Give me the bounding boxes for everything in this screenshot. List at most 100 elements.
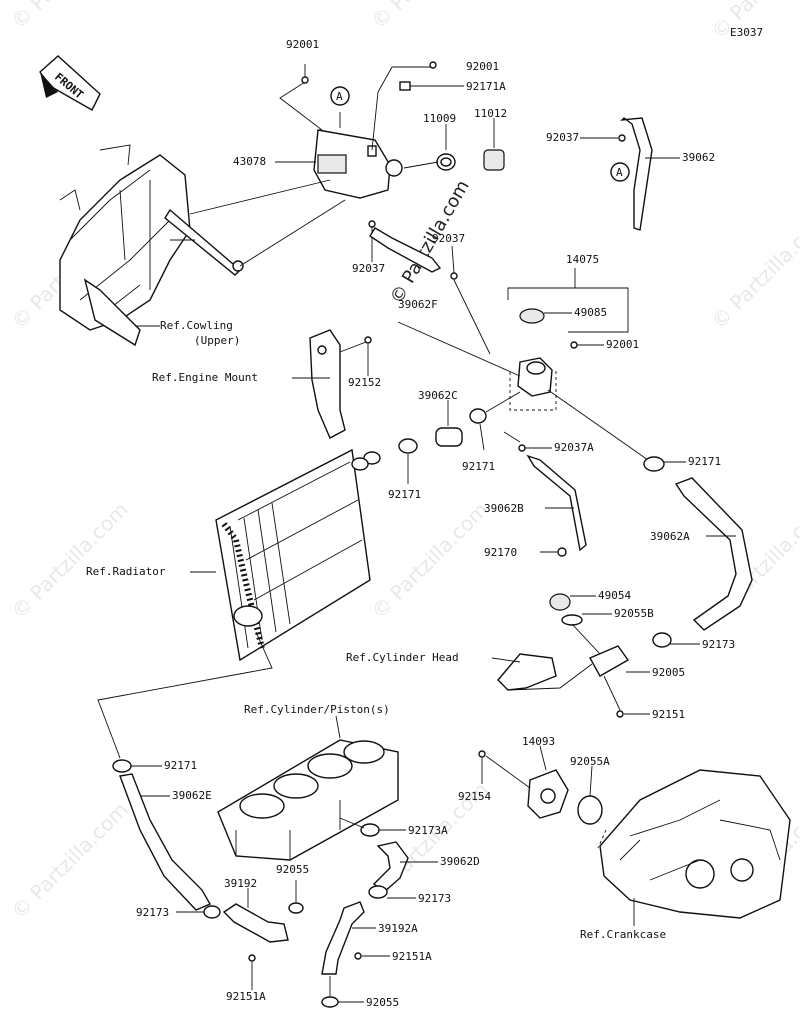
clamp-icon [618, 134, 626, 142]
part-39062e: 39062E [172, 789, 212, 802]
clamp-icon [518, 444, 526, 452]
part-92037-mid: 92037 [432, 232, 465, 245]
part-49085: 49085 [574, 306, 607, 319]
clamp-icon [360, 823, 380, 837]
hose-drawing [526, 454, 587, 552]
callout-a-right-label: A [616, 166, 623, 179]
watermark: © Partzilla.com [707, 207, 800, 333]
leader-line [603, 675, 621, 711]
radiator-drawing [215, 448, 371, 662]
hose-drawing [674, 477, 753, 631]
hose-drawing [435, 427, 463, 447]
cylinder-head-drawing [497, 653, 593, 691]
bolt-icon [354, 952, 362, 960]
hose-drawing [119, 773, 211, 911]
part-92001-mid: 92001 [606, 338, 639, 351]
part-92151a-b: 92151A [226, 990, 266, 1003]
clamp-icon [643, 456, 665, 472]
leader-line [335, 715, 341, 739]
bolt-icon [248, 954, 256, 962]
cylinder-block-drawing [217, 739, 399, 861]
part-92037-m: 92037 [352, 262, 385, 275]
part-39062: 39062 [682, 151, 715, 164]
ref-radiator: Ref.Radiator [86, 565, 166, 578]
leader-line [503, 431, 521, 443]
thermostat-icon [549, 593, 571, 611]
leader-line [485, 755, 531, 789]
part-92055a: 92055A [570, 755, 610, 768]
part-92151: 92151 [652, 708, 685, 721]
leader-line [189, 179, 331, 215]
ref-cylinder-head: Ref.Cylinder Head [346, 651, 459, 664]
radiator-cap-icon [519, 308, 545, 324]
pipe-drawing [321, 901, 365, 975]
part-39062c: 39062C [418, 389, 458, 402]
clamp-icon [450, 272, 458, 280]
part-92154: 92154 [458, 790, 491, 803]
part-92173a: 92173A [408, 824, 448, 837]
leader-line [239, 199, 346, 267]
part-92037-r: 92037 [546, 131, 579, 144]
ref-cowling: Ref.Cowling [160, 319, 233, 332]
leader-line [539, 745, 547, 771]
thermostat-cover-drawing [589, 645, 630, 677]
watermark: © Partzilla.com [7, 797, 133, 923]
part-11009: 11009 [423, 112, 456, 125]
crankcase-drawing [597, 769, 791, 919]
ref-crankcase: Ref.Crankcase [580, 928, 666, 941]
part-92001-top: 92001 [286, 38, 319, 51]
part-92001-right: 92001 [466, 60, 499, 73]
leader-line [397, 321, 521, 377]
group-bracket [507, 287, 629, 333]
part-92171a: 92171A [466, 80, 506, 93]
part-11012: 11012 [474, 107, 507, 120]
leader-line [279, 64, 323, 131]
clamp-icon [652, 632, 672, 648]
hose-drawing [369, 227, 442, 273]
leader-line [571, 623, 601, 655]
engine-mount-drawing [309, 329, 346, 439]
part-92005: 92005 [652, 666, 685, 679]
cowling-bracket-drawing [59, 144, 244, 347]
part-92173-mid: 92173 [418, 892, 451, 905]
part-92173-low: 92173 [136, 906, 169, 919]
bolt-icon [478, 750, 486, 758]
part-92170: 92170 [484, 546, 517, 559]
cap-icon [483, 149, 505, 171]
part-14075: 14075 [566, 253, 599, 266]
ref-engine-mount: Ref.Engine Mount [152, 371, 258, 384]
part-92151a-r: 92151A [392, 950, 432, 963]
radiator-inlet [363, 451, 381, 465]
part-39192: 39192 [224, 877, 257, 890]
clamp-icon [557, 547, 567, 557]
watermark: © Partzilla.com [7, 497, 133, 623]
part-39062b: 39062B [484, 502, 524, 515]
part-92171-c: 92171 [688, 455, 721, 468]
part-92152: 92152 [348, 376, 381, 389]
part-92171-a: 92171 [388, 488, 421, 501]
leader-line [547, 389, 649, 461]
part-92055-mid: 92055 [276, 863, 309, 876]
leader-line [589, 765, 593, 797]
water-pump-impeller [540, 788, 556, 804]
leader-line [485, 391, 521, 413]
leader-line [339, 341, 367, 353]
o-ring-icon [321, 996, 339, 1008]
bolt-icon [364, 336, 372, 344]
part-39062d: 39062D [440, 855, 480, 868]
leader-line [479, 423, 485, 451]
reservoir-tank-drawing [313, 112, 403, 199]
clamp-icon [368, 885, 388, 899]
pipe-drawing [222, 903, 289, 943]
leader-line [339, 817, 365, 829]
hose-drawing [620, 117, 653, 231]
clamp-icon [112, 759, 132, 773]
leader-line [491, 657, 521, 663]
part-39062a: 39062A [650, 530, 690, 543]
watermark: © Partzilla.com [367, 0, 493, 34]
callout-a-top [330, 86, 350, 106]
leader-line [403, 161, 439, 169]
part-39192a: 39192A [378, 922, 418, 935]
part-43078: 43078 [233, 155, 266, 168]
